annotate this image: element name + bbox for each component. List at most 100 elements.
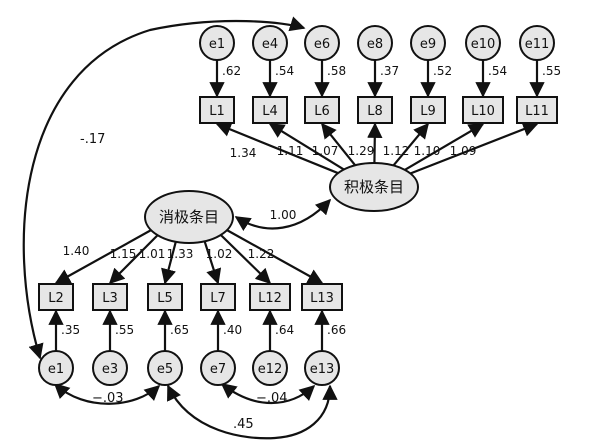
- error-circle-e8-top: [357, 25, 393, 61]
- indicator-box-L5: [147, 283, 183, 311]
- loading-label: 1.29: [348, 144, 375, 158]
- error-label: e6: [314, 37, 330, 52]
- error-label: e12: [258, 362, 283, 377]
- error-circle-e4-top: [252, 25, 288, 61]
- indicator-label: L13: [310, 291, 334, 306]
- latent-correlation-curve: [234, 198, 332, 232]
- indicator-box-L12: [249, 283, 291, 311]
- error-loading-label: .54: [275, 64, 294, 78]
- error-label: e7: [210, 362, 226, 377]
- indicator-box-L9: [410, 96, 446, 124]
- error-loading-label: .40: [223, 323, 242, 337]
- covariance-label-e5-e13: .45: [233, 417, 254, 432]
- covariance-label-e1-e5: −.03: [92, 391, 124, 406]
- error-circle-e7-bottom: [200, 350, 236, 386]
- loading-path-L3: [108, 230, 163, 285]
- negative-latent-label: 消极条目: [159, 208, 219, 226]
- negative-latent: 消极条目: [144, 190, 234, 244]
- error-circle-e11-top: [519, 25, 555, 61]
- indicator-box-L11: [516, 96, 558, 124]
- loading-path-L7: [202, 236, 222, 285]
- indicator-box-L8: [357, 96, 393, 124]
- error-label: e9: [420, 37, 436, 52]
- coefficient-labels: .62 1.34 .54 1.11 .58 1.07 .37 1.29 .52 1.12 .54 1.…: [61, 64, 561, 337]
- loading-label: 1.34: [230, 146, 257, 160]
- error-circle-e6-top: [304, 25, 340, 61]
- indicator-box-L2: [38, 283, 74, 311]
- path-arrows: [48, 60, 545, 351]
- error-circle-e1-bottom: [38, 350, 74, 386]
- positive-latent-label: 积极条目: [344, 178, 404, 196]
- error-loading-label: .54: [488, 64, 507, 78]
- indicator-label: L9: [420, 104, 436, 119]
- loading-path-L5: [161, 237, 178, 285]
- loading-label: 1.11: [277, 144, 304, 158]
- indicator-box-L7: [200, 283, 236, 311]
- error-label: e1: [209, 37, 225, 52]
- indicator-label: L1: [209, 104, 225, 119]
- loading-path-L8: [367, 122, 383, 164]
- indicator-box-L3: [92, 283, 128, 311]
- error-loading-label: .55: [542, 64, 561, 78]
- indicator-label: L5: [157, 291, 173, 306]
- error-label: e5: [157, 362, 173, 377]
- loading-label: 1.02: [206, 247, 233, 261]
- loading-label: 1.09: [450, 144, 477, 158]
- error-circle-e3-bottom: [92, 350, 128, 386]
- loading-label: 1.15: [110, 247, 137, 261]
- error-loading-label: .55: [115, 323, 134, 337]
- loading-label: 1.07: [312, 144, 339, 158]
- error-loading-label: .58: [327, 64, 346, 78]
- indicator-box-L6: [304, 96, 340, 124]
- error-circle-e13-bottom: [304, 350, 340, 386]
- error-label: e10: [471, 37, 496, 52]
- error-loading-label: .37: [380, 64, 399, 78]
- error-label: e1: [48, 362, 64, 377]
- error-circle-e1-top: [199, 25, 235, 61]
- indicator-box-L10: [462, 96, 504, 124]
- indicator-label: L4: [262, 104, 278, 119]
- covariance-curve-e1-e5: [53, 382, 161, 405]
- indicator-label: L3: [102, 291, 118, 306]
- error-circle-e9-top: [410, 25, 446, 61]
- loading-label: 1.33: [167, 247, 194, 261]
- error-label: e3: [102, 362, 118, 377]
- indicator-box-L13: [301, 283, 343, 311]
- loading-label: 1.40: [63, 244, 90, 258]
- covariance-curve-e5-e13: [167, 384, 338, 440]
- error-circle-e10-top: [465, 25, 501, 61]
- loading-path-L1: [215, 122, 351, 179]
- indicator-box-L4: [252, 96, 288, 124]
- loading-path-L13: [220, 225, 324, 284]
- error-loading-label: .65: [170, 323, 189, 337]
- error-loading-label: .64: [275, 323, 294, 337]
- error-label: e11: [525, 37, 550, 52]
- indicator-label: L12: [258, 291, 282, 306]
- error-circle-e5-bottom: [147, 350, 183, 386]
- loading-path-L10: [395, 123, 485, 176]
- error-loading-label: .62: [222, 64, 241, 78]
- loading-path-L12: [215, 230, 272, 285]
- covariance-curve-e1-e6: [22, 16, 306, 360]
- covariance-curves: [22, 16, 338, 440]
- indicator-label: L7: [210, 291, 226, 306]
- error-circle-e12-bottom: [252, 350, 288, 386]
- indicator-label: L10: [471, 104, 495, 119]
- indicator-and-error-nodes: e1L1e4L4e6L6e8L8e9L9e10L10e11L11L2e1L3e3…: [38, 25, 558, 386]
- loading-label: 1.12: [383, 144, 410, 158]
- indicator-label: L11: [525, 104, 549, 119]
- error-label: e13: [310, 362, 335, 377]
- loading-label: 1.10: [414, 144, 441, 158]
- loading-label: 1.01: [139, 247, 166, 261]
- error-loading-label: .35: [61, 323, 80, 337]
- covariance-label-e1-e6: -.17: [80, 132, 105, 147]
- error-label: e8: [367, 37, 383, 52]
- loading-path-L2: [54, 225, 158, 284]
- indicator-label: L2: [48, 291, 64, 306]
- positive-latent: 积极条目: [329, 162, 419, 212]
- loading-path-L6: [321, 122, 359, 170]
- error-loading-label: .52: [433, 64, 452, 78]
- error-loading-label: .66: [327, 323, 346, 337]
- loading-path-L4: [268, 123, 353, 176]
